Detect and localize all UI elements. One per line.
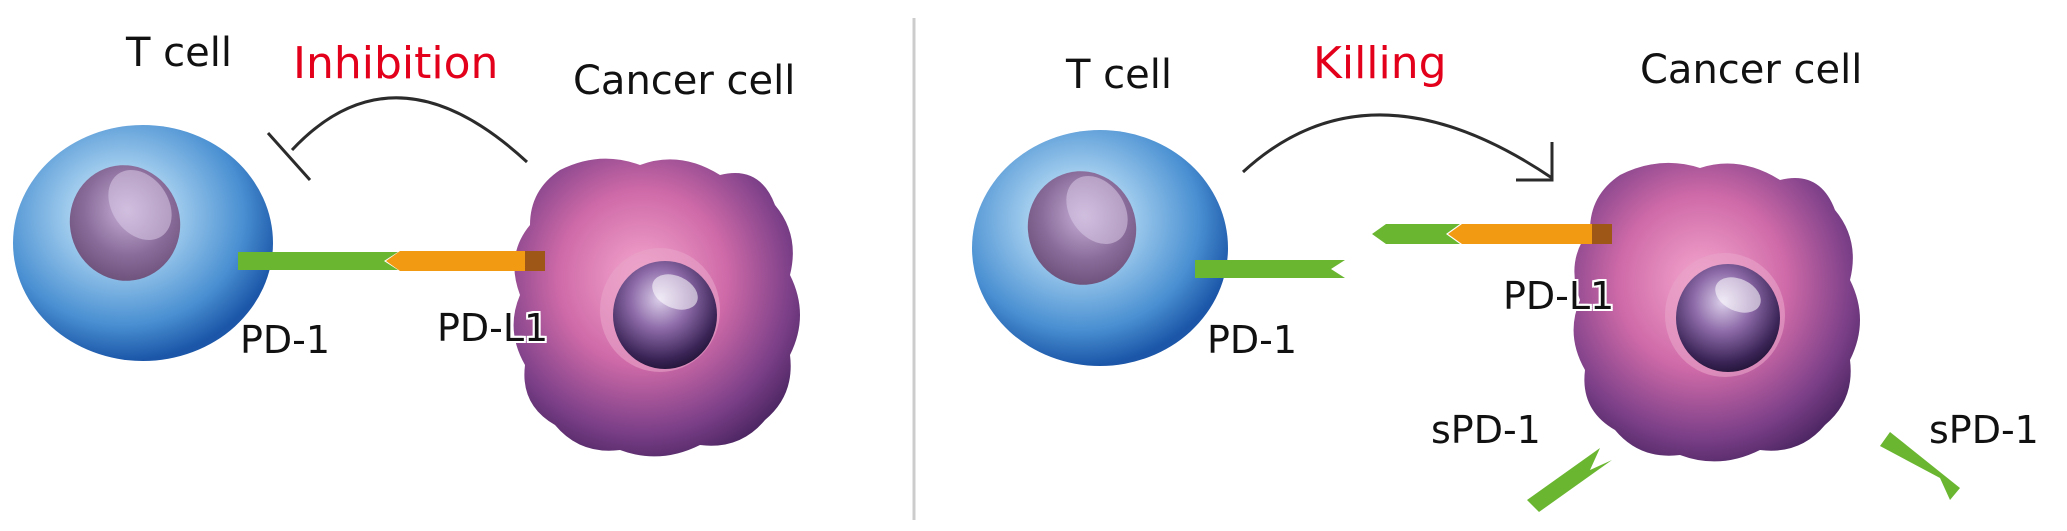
right-bound-spd1 xyxy=(1372,224,1460,244)
left-pd1-receptor xyxy=(238,252,398,270)
left-action-label: Inhibition xyxy=(293,38,499,89)
right-pdl1-label: PD-L1 xyxy=(1503,274,1615,318)
right-free-spd1-left xyxy=(1527,448,1612,512)
left-inhibition-arc xyxy=(290,96,529,164)
left-t-cell xyxy=(13,125,273,361)
right-pd1-label: PD-1 xyxy=(1207,318,1298,362)
left-inhibition-bar xyxy=(266,132,312,181)
left-pdl1-anchor xyxy=(525,251,545,271)
left-pdl1-ligand xyxy=(386,251,545,271)
right-pdl1-anchor xyxy=(1592,224,1612,244)
right-free-spd1-right xyxy=(1880,432,1960,500)
left-cancer-cell-label: Cancer cell xyxy=(573,58,796,104)
right-killing-arrowhead xyxy=(1516,142,1554,182)
right-spd1-right-label: sPD-1 xyxy=(1929,408,2039,452)
right-action-label: Killing xyxy=(1313,38,1447,89)
left-pd1-label: PD-1 xyxy=(240,318,331,362)
right-pd1-receptor xyxy=(1195,260,1345,278)
right-t-cell-label: T cell xyxy=(1066,52,1172,98)
left-cancer-cell xyxy=(513,158,800,457)
left-pdl1-label: PD-L1 xyxy=(437,306,549,350)
right-cancer-cell-label: Cancer cell xyxy=(1640,47,1863,93)
left-t-cell-label: T cell xyxy=(126,30,232,76)
right-killing-arc xyxy=(1241,113,1553,180)
right-t-cell xyxy=(972,130,1228,366)
right-spd1-left-label: sPD-1 xyxy=(1431,408,1541,452)
right-cancer-cell xyxy=(1573,162,1860,462)
right-pdl1-ligand xyxy=(1448,224,1612,244)
